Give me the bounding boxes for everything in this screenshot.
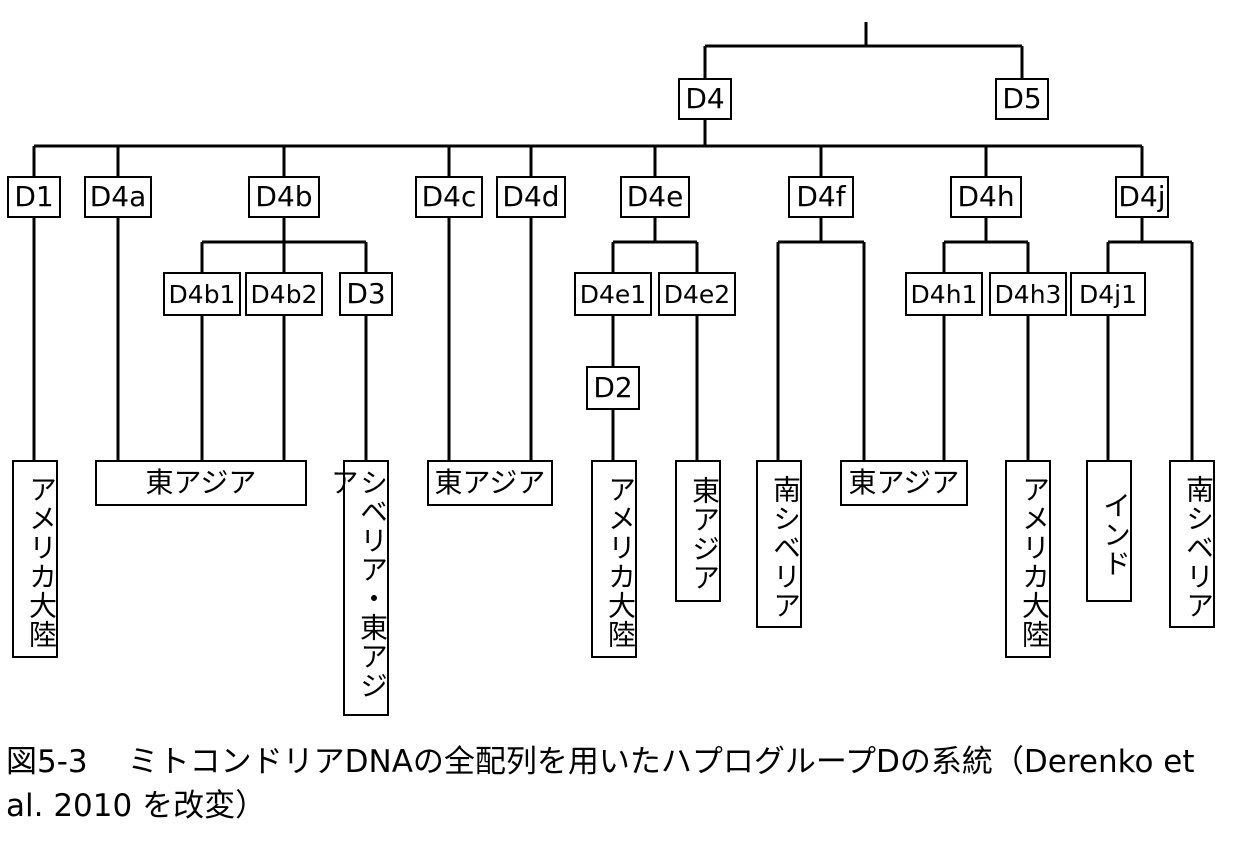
node-d4j: D4j (1115, 176, 1169, 218)
region-americas-1: アメリカ大陸 (12, 460, 58, 658)
region-east-asia-3: 東アジア (675, 460, 721, 602)
figure-number: 図5-3 (6, 744, 88, 780)
region-americas-2: アメリカ大陸 (591, 460, 637, 658)
region-south-siberia-1: 南シベリア (756, 460, 802, 628)
region-siberia-east-asia: シベリア・東アジア (327, 460, 389, 716)
node-d4e: D4e (620, 176, 690, 218)
region-east-asia-4: 東アジア (840, 460, 968, 506)
node-d4f: D4f (788, 176, 854, 218)
node-d4: D4 (678, 78, 732, 120)
node-d4h3: D4h3 (989, 272, 1067, 316)
figure-caption-text: ミトコンドリアDNAの全配列を用いたハプログループDの系統（Derenko et… (6, 744, 1195, 824)
node-d4j1: D4j1 (1070, 272, 1146, 316)
node-d1: D1 (7, 176, 61, 218)
node-d2: D2 (586, 366, 640, 410)
node-d3: D3 (339, 272, 393, 316)
node-d4b1: D4b1 (163, 272, 241, 316)
node-d4h: D4h (950, 176, 1022, 218)
region-south-siberia-2: 南シベリア (1169, 460, 1215, 628)
region-east-asia-2: 東アジア (427, 460, 553, 506)
haplogroup-d-tree: D4 D5 D1 D4a D4b D4c D4d D4e D4f D4h D4j… (7, 22, 1215, 716)
node-d4a: D4a (84, 176, 152, 218)
node-d4h1: D4h1 (905, 272, 983, 316)
region-east-asia-1: 東アジア (95, 460, 307, 506)
node-d4b: D4b (248, 176, 320, 218)
tree-connector-lines (32, 22, 1194, 460)
node-d4e1: D4e1 (574, 272, 652, 316)
node-d4e2: D4e2 (658, 272, 736, 316)
node-d4d: D4d (496, 176, 566, 218)
node-d4c: D4c (415, 176, 483, 218)
region-americas-3: アメリカ大陸 (1005, 460, 1051, 658)
node-d5: D5 (995, 78, 1049, 120)
node-d4b2: D4b2 (245, 272, 323, 316)
region-india: インド (1086, 460, 1132, 602)
